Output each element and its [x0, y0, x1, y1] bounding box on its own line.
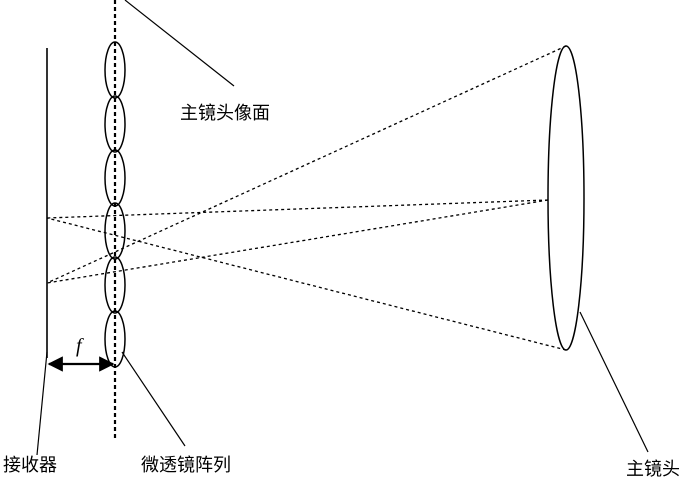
ray-bottom [46, 217, 567, 351]
leader-microlens [121, 351, 186, 447]
main-lens [547, 45, 585, 351]
focal-length-label: f [76, 335, 82, 357]
microlens-array-label: 微透镜阵列 [141, 455, 231, 476]
receiver-label: 接收器 [3, 455, 57, 476]
ray-center-upper [46, 199, 549, 284]
leader-image-plane [124, 0, 235, 87]
ray-center-lower [46, 199, 549, 219]
ray-top [46, 45, 567, 284]
light-rays [46, 45, 567, 351]
leader-lines [36, 0, 649, 456]
image-plane-label: 主镜头像面 [180, 103, 270, 124]
main-lens-label: 主镜头 [626, 459, 680, 480]
leader-receiver [36, 351, 48, 456]
microlens-2 [104, 95, 126, 153]
leader-main-lens [579, 311, 649, 453]
microlens-5 [104, 256, 126, 314]
